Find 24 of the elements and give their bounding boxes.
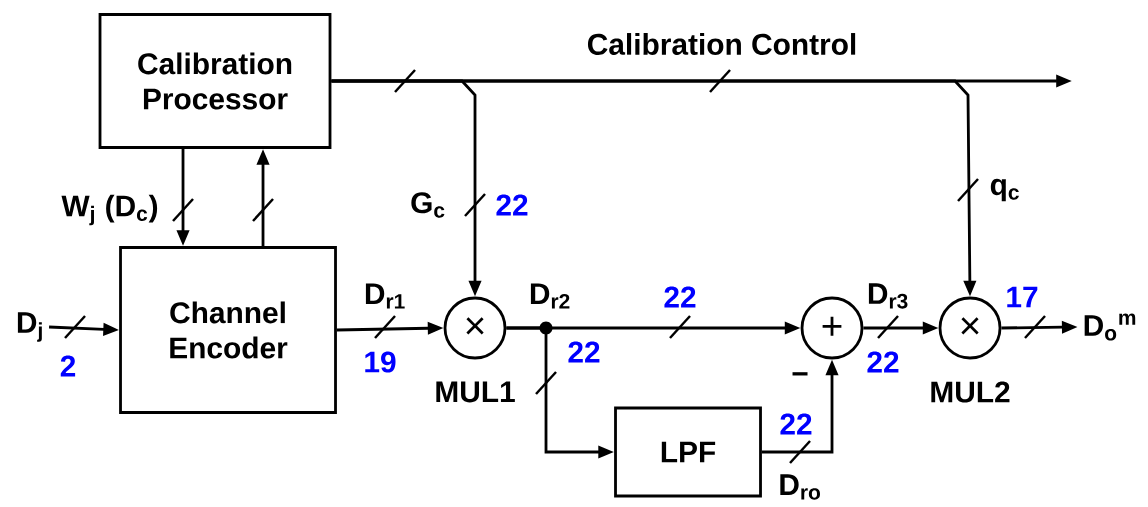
bus-width: 2 — [60, 355, 76, 377]
edge-label: D$_{r1}$ — [365, 283, 405, 309]
bus-width: − — [792, 372, 808, 376]
signal-label: D$_{j}$ — [17, 312, 42, 342]
process-box: Calibration Processor — [98, 13, 332, 149]
bus-width: 17 — [1007, 286, 1038, 308]
edge-label: D$_{r2}$ — [530, 283, 570, 309]
bus-width: 19 — [365, 351, 396, 373]
block-name: MUL2 — [931, 381, 1010, 403]
bus-width: 22 — [867, 351, 899, 373]
bus-width: 22 — [496, 194, 528, 216]
signal-label: D$_{o}$m — [1084, 313, 1136, 341]
process-box: Channel Encoder — [119, 246, 337, 414]
edge-label: q$_{c}$ — [990, 178, 1019, 202]
bus-width: 22 — [664, 286, 696, 308]
edge-label: D$_{r3}$ — [868, 283, 908, 309]
edge-label: D$_{ro}$ — [780, 474, 820, 500]
edge-label: W$_{j}$ (D$_{c}$) — [61, 194, 158, 226]
edge-label: G$_{c}$ — [411, 192, 445, 218]
edge-label: Calibration Control — [587, 33, 856, 55]
bus-width: 22 — [780, 413, 812, 435]
process-box: LPF — [614, 406, 762, 498]
bus-width: 22 — [568, 341, 600, 363]
block-name: MUL1 — [436, 381, 515, 403]
